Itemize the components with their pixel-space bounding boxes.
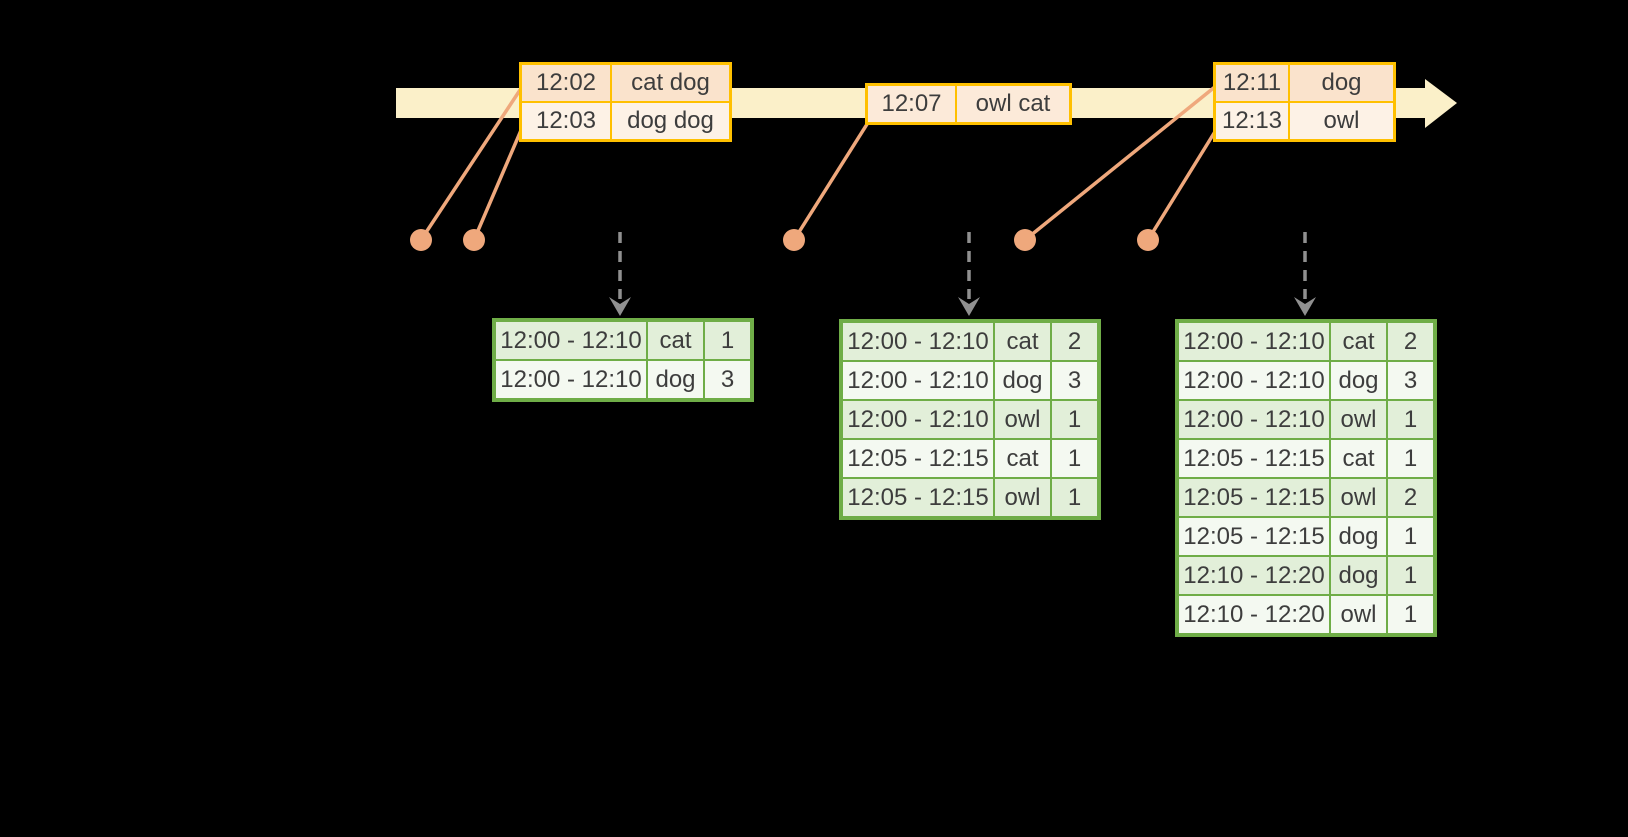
result-window-cell: 12:05 - 12:15 [1179, 440, 1329, 477]
result-count-cell: 2 [1388, 479, 1433, 516]
result-window-cell: 12:00 - 12:10 [496, 322, 646, 359]
connector-line [1023, 84, 1218, 242]
result-word-cell: cat [648, 322, 703, 359]
result-window-cell: 12:00 - 12:10 [843, 362, 993, 399]
result-count-cell: 1 [1388, 596, 1433, 633]
result-window-cell: 12:00 - 12:10 [496, 361, 646, 398]
event-dot [783, 229, 805, 251]
result-count-cell: 3 [1388, 362, 1433, 399]
result-count-cell: 1 [705, 322, 750, 359]
result-count-cell: 1 [1388, 557, 1433, 594]
result-count-cell: 1 [1052, 479, 1097, 516]
result-count-cell: 3 [705, 361, 750, 398]
result-word-cell: dog [648, 361, 703, 398]
event-words-cell: owl cat [957, 86, 1069, 122]
event-time-cell: 12:11 [1216, 65, 1288, 101]
result-word-cell: dog [1331, 362, 1386, 399]
connector-line [1146, 129, 1218, 241]
result-window-cell: 12:10 - 12:20 [1179, 596, 1329, 633]
connector-line [419, 83, 526, 241]
event-words-cell: dog [1290, 65, 1393, 101]
result-window-cell: 12:00 - 12:10 [843, 323, 993, 360]
result-word-cell: owl [1331, 596, 1386, 633]
result-word-cell: dog [1331, 557, 1386, 594]
result-count-cell: 2 [1052, 323, 1097, 360]
result-word-cell: owl [995, 401, 1050, 438]
result-word-cell: cat [1331, 323, 1386, 360]
event-time-cell: 12:07 [868, 86, 955, 122]
result-count-cell: 1 [1388, 518, 1433, 555]
result-word-cell: cat [995, 440, 1050, 477]
trigger-arrow-icon [958, 232, 980, 316]
result-count-cell: 1 [1052, 440, 1097, 477]
result-count-cell: 2 [1388, 323, 1433, 360]
event-dot [410, 229, 432, 251]
result-window-cell: 12:00 - 12:10 [843, 401, 993, 438]
result-count-cell: 1 [1388, 401, 1433, 438]
result-word-cell: owl [1331, 401, 1386, 438]
event-dot [463, 229, 485, 251]
event-time-cell: 12:02 [522, 65, 610, 101]
event-time-cell: 12:13 [1216, 103, 1288, 139]
event-time-cell: 12:03 [522, 103, 610, 139]
timeline-arrowhead-icon [1425, 79, 1457, 128]
connector-line [792, 120, 871, 241]
result-window-cell: 12:00 - 12:10 [1179, 401, 1329, 438]
result-word-cell: owl [995, 479, 1050, 516]
event-dot [1137, 229, 1159, 251]
result-word-cell: owl [1331, 479, 1386, 516]
result-window-cell: 12:00 - 12:10 [1179, 323, 1329, 360]
result-window-cell: 12:05 - 12:15 [1179, 479, 1329, 516]
result-count-cell: 1 [1052, 401, 1097, 438]
event-words-cell: cat dog [612, 65, 729, 101]
result-word-cell: dog [995, 362, 1050, 399]
result-count-cell: 1 [1388, 440, 1433, 477]
result-word-cell: cat [995, 323, 1050, 360]
connector-line [472, 127, 524, 241]
result-window-cell: 12:05 - 12:15 [1179, 518, 1329, 555]
event-dot [1014, 229, 1036, 251]
trigger-arrow-icon [609, 232, 631, 316]
result-window-cell: 12:05 - 12:15 [843, 440, 993, 477]
result-window-cell: 12:00 - 12:10 [1179, 362, 1329, 399]
result-count-cell: 3 [1052, 362, 1097, 399]
result-window-cell: 12:05 - 12:15 [843, 479, 993, 516]
result-window-cell: 12:10 - 12:20 [1179, 557, 1329, 594]
event-words-cell: dog dog [612, 103, 729, 139]
result-word-cell: dog [1331, 518, 1386, 555]
event-words-cell: owl [1290, 103, 1393, 139]
result-word-cell: cat [1331, 440, 1386, 477]
trigger-arrow-icon [1294, 232, 1316, 316]
